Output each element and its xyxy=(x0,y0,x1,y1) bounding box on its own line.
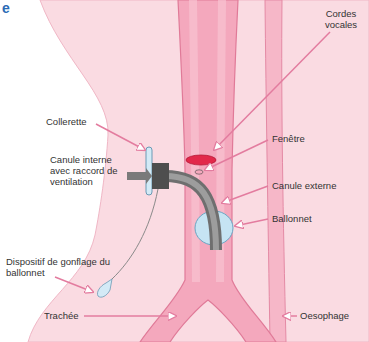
outer-cannula xyxy=(165,176,216,250)
part-label: Dispositif de gonflage du ballonnet xyxy=(6,256,124,278)
part-label: Ballonnet xyxy=(272,213,342,224)
part-label: Canule interne avec raccord de ventilati… xyxy=(50,154,126,187)
inflation-line xyxy=(112,189,158,279)
inner-cannula-arrow xyxy=(127,168,152,184)
part-label: Collerette xyxy=(46,116,106,127)
part-label: Trachée xyxy=(44,310,94,321)
connector xyxy=(152,163,169,189)
part-label: Canule externe xyxy=(272,180,362,191)
pilot-balloon xyxy=(97,279,112,297)
oesophagus xyxy=(265,0,286,342)
part-label: Fenêtre xyxy=(272,133,332,144)
fenestration xyxy=(195,170,203,174)
trachea xyxy=(140,0,276,342)
part-label: Oesophage xyxy=(300,310,366,321)
title-fragment: e xyxy=(2,0,22,16)
vocal-cords xyxy=(186,155,216,165)
neck-body xyxy=(28,0,369,342)
part-label: Cordes vocales xyxy=(318,8,364,30)
